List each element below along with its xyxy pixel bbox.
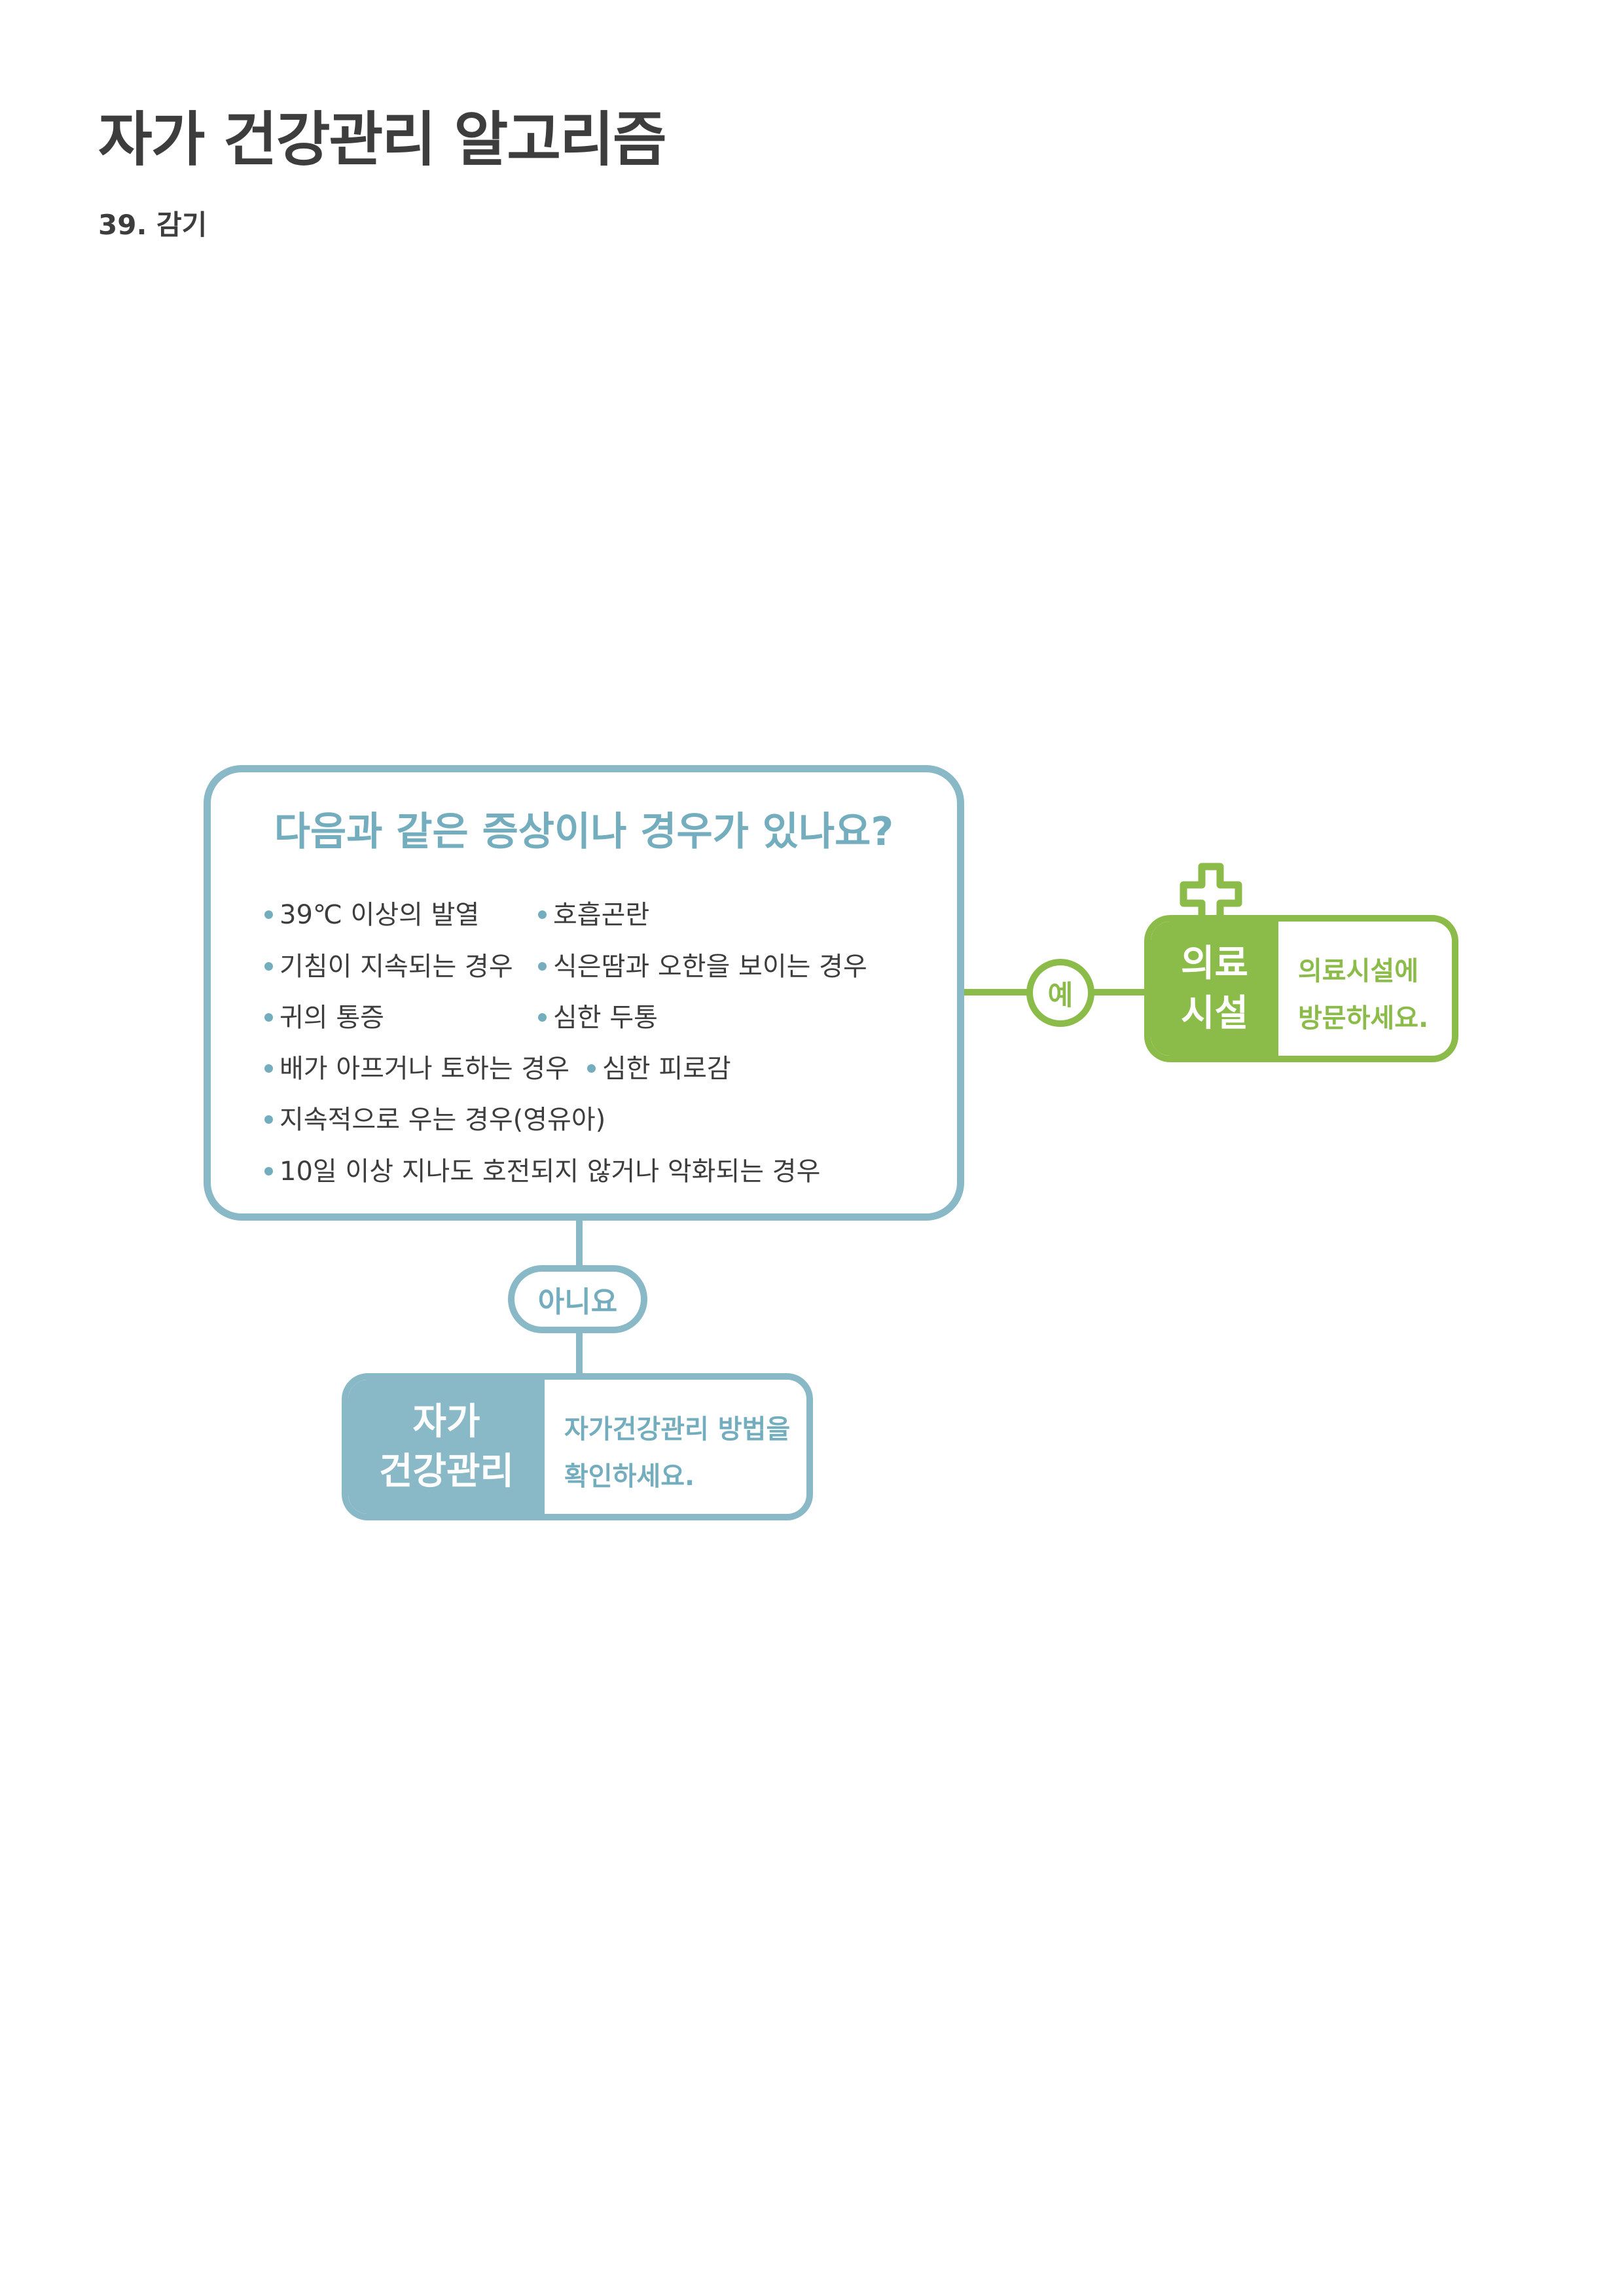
page-subtitle: 39. 감기 (98, 209, 208, 241)
question-box: 다음과 같은 증상이나 경우가 있나요? 39℃ 이상의 발열 호흡곤란 기침이… (204, 765, 964, 1221)
self-care-label-panel: 자가 건강관리 (348, 1380, 545, 1514)
bullet-dot-icon (264, 1166, 273, 1175)
symptom-item: 지속적으로 우는 경우(영유아) (264, 1098, 605, 1136)
bullet-dot-icon (264, 1013, 273, 1022)
symptom-item: 심한 두통 (538, 996, 658, 1034)
bullet-dot-icon (587, 1064, 596, 1073)
self-care-label: 자가 건강관리 (378, 1400, 514, 1493)
symptom-item: 기침이 지속되는 경우 (264, 945, 513, 983)
bullet-dot-icon (538, 910, 547, 919)
self-care-instruction: 자가건강관리 방법을 확인하세요. (564, 1414, 791, 1492)
symptom-item: 배가 아프거나 토하는 경우 (264, 1047, 569, 1085)
symptom-item: 심한 피로감 (587, 1047, 731, 1085)
symptom-item: 호흡곤란 (538, 893, 649, 931)
bullet-dot-icon (538, 961, 547, 971)
bullet-dot-icon (264, 910, 273, 919)
bullet-dot-icon (264, 961, 273, 971)
medical-facility-instruction: 의료시설에 방문하세요. (1298, 956, 1429, 1033)
medical-facility-label-panel: 의료 시설 (1151, 922, 1278, 1056)
question-title: 다음과 같은 증상이나 경우가 있나요? (274, 809, 894, 855)
symptom-item: 식은땀과 오한을 보이는 경우 (538, 945, 867, 983)
no-badge: 아니요 (508, 1265, 647, 1333)
bullet-dot-icon (264, 1115, 273, 1124)
medical-facility-label: 의료 시설 (1180, 942, 1249, 1035)
symptom-item: 귀의 통증 (264, 996, 384, 1034)
self-care-result: 자가 건강관리 자가건강관리 방법을 확인하세요. (342, 1373, 813, 1520)
yes-badge: 예 (1026, 959, 1094, 1027)
page-title: 자가 건강관리 알고리즘 (98, 105, 667, 174)
symptom-item: 39℃ 이상의 발열 (264, 893, 479, 931)
symptom-item: 10일 이상 지나도 호전되지 않거나 악화되는 경우 (264, 1150, 820, 1188)
bullet-dot-icon (264, 1064, 273, 1073)
bullet-dot-icon (538, 1013, 547, 1022)
medical-facility-result: 의료 시설 의료시설에 방문하세요. (1144, 915, 1458, 1062)
